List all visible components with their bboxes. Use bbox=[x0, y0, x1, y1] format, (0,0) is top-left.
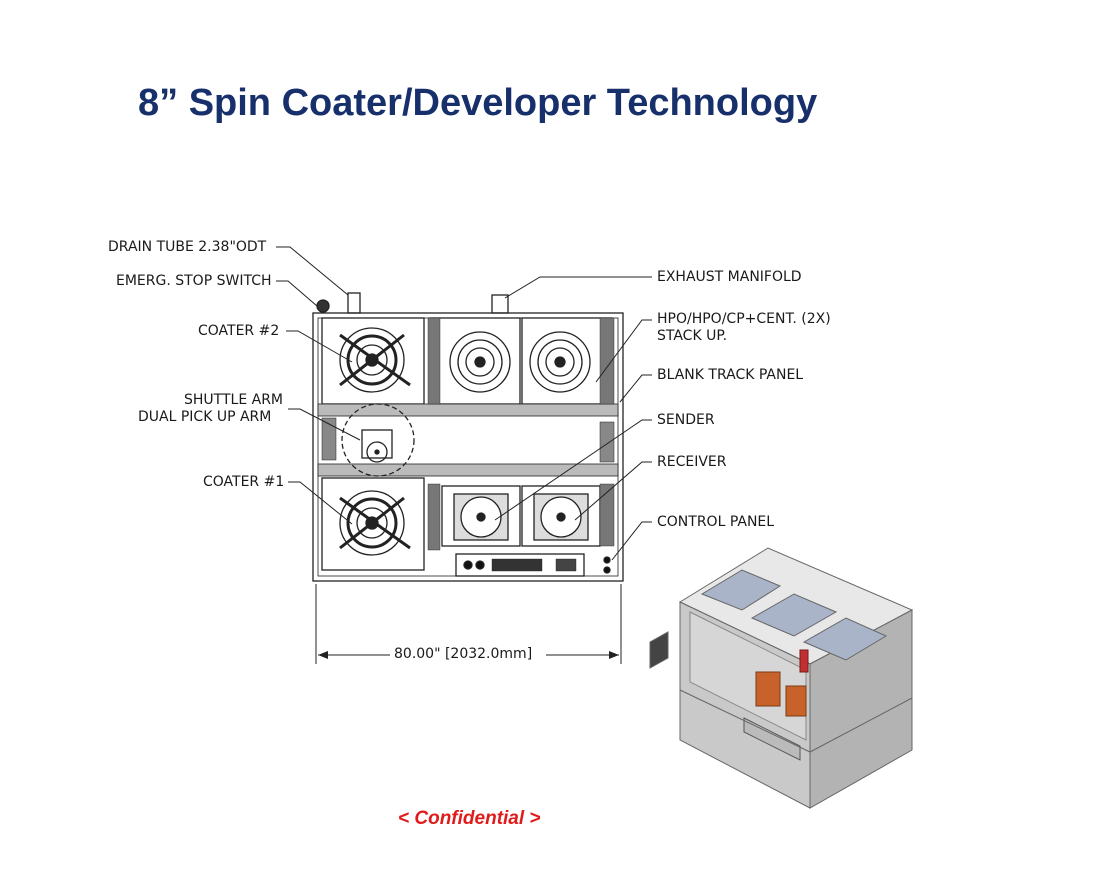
exhaust-port bbox=[491, 294, 509, 314]
page-title: 8” Spin Coater/Developer Technology bbox=[138, 82, 818, 124]
label-shuttle-arm: SHUTTLE ARM bbox=[184, 392, 283, 408]
coater1-cell bbox=[321, 477, 425, 571]
emergency-stop-knob bbox=[316, 299, 330, 313]
label-receiver: RECEIVER bbox=[657, 454, 727, 470]
control-panel-box bbox=[455, 553, 585, 577]
label-stack-up: STACK UP. bbox=[657, 328, 728, 344]
drain-tube bbox=[347, 292, 361, 314]
label-hpo: HPO/HPO/CP+CENT. (2X) bbox=[657, 311, 831, 327]
confidential-notice: < Confidential > bbox=[398, 808, 541, 829]
label-exhaust-manifold: EXHAUST MANIFOLD bbox=[657, 269, 802, 285]
label-control-panel: CONTROL PANEL bbox=[657, 514, 775, 530]
label-coater1: COATER #1 bbox=[203, 474, 285, 490]
label-emerg-stop: EMERG. STOP SWITCH bbox=[116, 273, 272, 289]
label-blank-track-panel: BLANK TRACK PANEL bbox=[657, 367, 804, 383]
machine-render bbox=[649, 547, 914, 809]
label-coater2: COATER #2 bbox=[198, 323, 280, 339]
frame-outline bbox=[312, 312, 624, 582]
label-dual-pick-up-arm: DUAL PICK UP ARM bbox=[138, 409, 272, 425]
label-dimension: 80.00" [2032.0mm] bbox=[394, 646, 533, 662]
label-drain-tube: DRAIN TUBE 2.38"ODT bbox=[108, 239, 267, 255]
sender-cell bbox=[441, 485, 521, 547]
label-sender: SENDER bbox=[657, 412, 715, 428]
